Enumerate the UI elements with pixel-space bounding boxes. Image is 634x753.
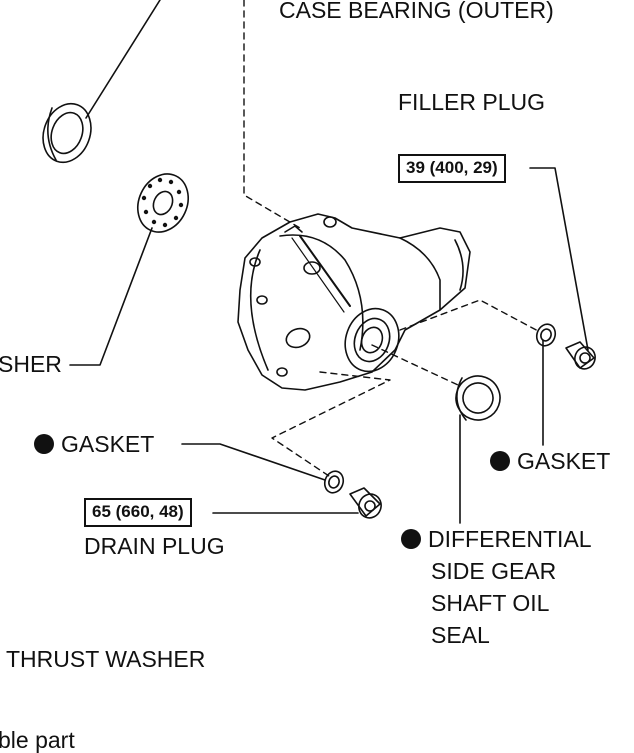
guide-seal: [371, 344, 459, 386]
filler-plug-label: FILLER PLUG: [398, 89, 545, 115]
gasket-left-label: GASKET: [34, 433, 154, 456]
oil-seal-line-4: SEAL: [431, 622, 490, 648]
leader-case-bearing: [85, 0, 161, 119]
oil-seal-line-1: DIFFERENTIAL: [428, 526, 592, 552]
gasket-left-text: GASKET: [61, 431, 155, 457]
gasket-right-text: GASKET: [517, 448, 611, 474]
case-bearing-label: CASE BEARING (OUTER): [279, 0, 554, 23]
guide-drain: [271, 371, 391, 479]
drain-plug-part: [349, 487, 382, 519]
differential-side-gear-shaft-oil-seal-part: [455, 375, 501, 421]
drain-plug-label: DRAIN PLUG: [84, 533, 225, 559]
differential-case-housing: [237, 213, 471, 391]
thrust-washer-part: [137, 173, 189, 233]
leader-gasket-left: [181, 443, 326, 481]
filler-gasket-part: [535, 323, 557, 347]
washer-label: SHER: [0, 351, 62, 377]
filler-torque-box: 39 (400, 29): [398, 154, 506, 183]
guide-case-bearing: [243, 0, 301, 229]
gasket-right-label: GASKET: [490, 450, 610, 473]
non-reusable-icon: [490, 451, 510, 471]
leader-washer: [69, 227, 153, 366]
non-reusable-icon: [34, 434, 54, 454]
thrust-washer-label: THRUST WASHER: [6, 646, 206, 672]
drain-torque-box: 65 (660, 48): [84, 498, 192, 527]
oil-seal-line-2: SIDE GEAR: [431, 558, 557, 584]
oil-seal-label: DIFFERENTIAL: [401, 528, 592, 551]
non-reusable-icon: [401, 529, 421, 549]
footer-note: ble part: [0, 727, 75, 753]
drain-gasket-part: [323, 470, 345, 494]
case-bearing-part: [42, 102, 92, 164]
leader-filler-torque: [529, 167, 589, 351]
guide-filler: [399, 299, 541, 333]
filler-plug-part: [565, 341, 596, 370]
oil-seal-line-3: SHAFT OIL: [431, 590, 550, 616]
